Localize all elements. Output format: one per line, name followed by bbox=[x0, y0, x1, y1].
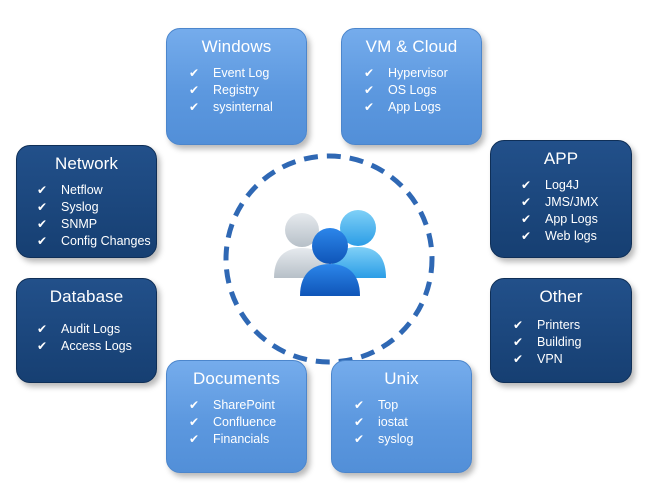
check-icon: ✔ bbox=[189, 415, 200, 429]
vm-cloud-list: ✔Hypervisor ✔OS Logs ✔App Logs bbox=[342, 65, 481, 116]
list-item: ✔JMS/JMX bbox=[521, 195, 599, 209]
database-title: Database bbox=[49, 287, 124, 306]
vm-cloud-title: VM & Cloud bbox=[365, 37, 458, 56]
list-item: ✔SNMP bbox=[37, 217, 98, 231]
app-list: ✔Log4J ✔JMS/JMX ✔App Logs ✔Web logs bbox=[491, 177, 631, 245]
check-icon: ✔ bbox=[521, 212, 532, 226]
check-icon: ✔ bbox=[37, 322, 48, 336]
check-icon: ✔ bbox=[37, 183, 48, 197]
documents-box: Documents ✔SharePoint ✔Confluence ✔Finan… bbox=[166, 360, 307, 473]
check-icon: ✔ bbox=[37, 234, 48, 248]
list-item: ✔Web logs bbox=[521, 229, 597, 243]
list-item: ✔Log4J bbox=[521, 178, 580, 192]
windows-list: ✔Event Log ✔Registry ✔sysinternal bbox=[167, 65, 306, 116]
check-icon: ✔ bbox=[364, 100, 375, 114]
check-icon: ✔ bbox=[521, 195, 532, 209]
users-group-icon bbox=[274, 210, 386, 296]
list-item: ✔sysinternal bbox=[189, 100, 273, 114]
check-icon: ✔ bbox=[37, 217, 48, 231]
check-icon: ✔ bbox=[354, 415, 365, 429]
list-item: ✔Registry bbox=[189, 83, 259, 97]
check-icon: ✔ bbox=[513, 352, 524, 366]
check-icon: ✔ bbox=[513, 318, 524, 332]
database-box: Database ✔Audit Logs ✔Access Logs bbox=[16, 278, 157, 383]
database-list: ✔Audit Logs ✔Access Logs bbox=[17, 321, 156, 355]
vm-cloud-box: VM & Cloud ✔Hypervisor ✔OS Logs ✔App Log… bbox=[341, 28, 482, 145]
unix-title: Unix bbox=[384, 369, 419, 388]
list-item: ✔Building bbox=[513, 335, 582, 349]
check-icon: ✔ bbox=[37, 339, 48, 353]
network-list: ✔Netflow ✔Syslog ✔SNMP ✔Config Changes bbox=[17, 182, 156, 250]
check-icon: ✔ bbox=[189, 432, 200, 446]
list-item: ✔Syslog bbox=[37, 200, 99, 214]
list-item: ✔iostat bbox=[354, 415, 408, 429]
list-item: ✔Hypervisor bbox=[364, 66, 448, 80]
list-item: ✔Top bbox=[354, 398, 399, 412]
person-front-icon bbox=[300, 228, 360, 296]
list-item: ✔App Logs bbox=[364, 100, 441, 114]
windows-box: Windows ✔Event Log ✔Registry ✔sysinterna… bbox=[166, 28, 307, 145]
network-title: Network bbox=[54, 154, 119, 173]
list-item: ✔VPN bbox=[513, 352, 563, 366]
check-icon: ✔ bbox=[521, 178, 532, 192]
check-icon: ✔ bbox=[364, 83, 375, 97]
list-item: ✔Config Changes bbox=[37, 234, 151, 248]
check-icon: ✔ bbox=[513, 335, 524, 349]
check-icon: ✔ bbox=[189, 83, 200, 97]
check-icon: ✔ bbox=[521, 229, 532, 243]
app-title: APP bbox=[543, 149, 579, 168]
list-item: ✔SharePoint bbox=[189, 398, 275, 412]
check-icon: ✔ bbox=[189, 398, 200, 412]
documents-title: Documents bbox=[193, 369, 280, 388]
other-title: Other bbox=[539, 287, 583, 306]
network-box: Network ✔Netflow ✔Syslog ✔SNMP ✔Config C… bbox=[16, 145, 157, 258]
list-item: ✔Confluence bbox=[189, 415, 277, 429]
list-item: ✔OS Logs bbox=[364, 83, 437, 97]
other-box: Other ✔Printers ✔Building ✔VPN bbox=[490, 278, 632, 383]
app-box: APP ✔Log4J ✔JMS/JMX ✔App Logs ✔Web logs bbox=[490, 140, 632, 258]
list-item: ✔Event Log bbox=[189, 66, 270, 80]
check-icon: ✔ bbox=[364, 66, 375, 80]
check-icon: ✔ bbox=[189, 66, 200, 80]
check-icon: ✔ bbox=[189, 100, 200, 114]
unix-list: ✔Top ✔iostat ✔syslog bbox=[332, 397, 471, 448]
list-item: ✔Printers bbox=[513, 318, 581, 332]
unix-box: Unix ✔Top ✔iostat ✔syslog bbox=[331, 360, 472, 473]
list-item: ✔syslog bbox=[354, 432, 414, 446]
documents-list: ✔SharePoint ✔Confluence ✔Financials bbox=[167, 397, 306, 448]
other-list: ✔Printers ✔Building ✔VPN bbox=[491, 317, 631, 368]
center-dashed-ring bbox=[223, 153, 435, 365]
check-icon: ✔ bbox=[354, 432, 365, 446]
check-icon: ✔ bbox=[354, 398, 365, 412]
list-item: ✔Audit Logs bbox=[37, 322, 121, 336]
list-item: ✔Financials bbox=[189, 432, 270, 446]
check-icon: ✔ bbox=[37, 200, 48, 214]
windows-title: Windows bbox=[201, 37, 272, 56]
list-item: ✔Netflow bbox=[37, 183, 103, 197]
list-item: ✔App Logs bbox=[521, 212, 598, 226]
list-item: ✔Access Logs bbox=[37, 339, 132, 353]
